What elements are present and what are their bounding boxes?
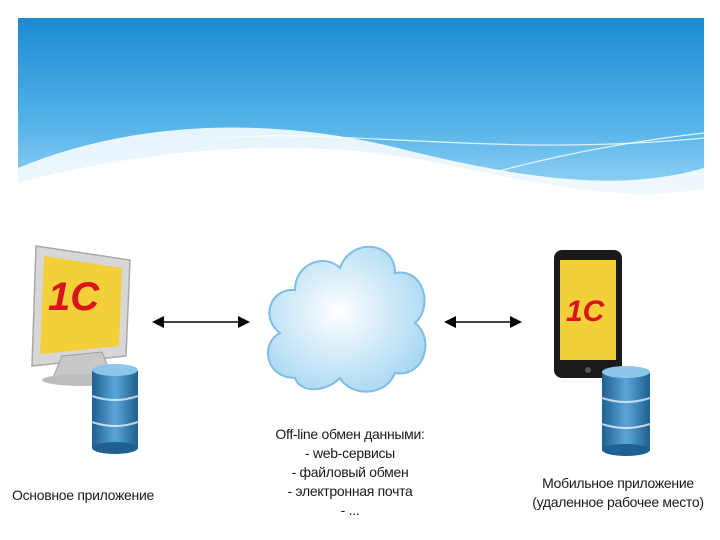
desktop-monitor-icon	[31, 245, 131, 386]
mobile-app-line2: (удаленное рабочее место)	[532, 494, 704, 510]
exchange-item: - файловый обмен	[291, 464, 409, 480]
tablet-icon	[554, 250, 622, 378]
mobile-app-caption: Мобильное приложение (удаленное рабочее …	[530, 474, 706, 512]
exchange-item: - web-сервисы	[305, 445, 395, 461]
cloud-icon	[267, 245, 427, 393]
database-server-icon	[601, 366, 651, 456]
bidirectional-arrow-icon	[444, 316, 522, 328]
bidirectional-arrow-icon	[152, 316, 250, 328]
header-banner	[18, 18, 704, 208]
exchange-caption: Off-line обмен данными: - web-сервисы - …	[270, 425, 430, 520]
exchange-item: - электронная почта	[287, 483, 413, 499]
logo-1c-left: 1С	[48, 275, 100, 319]
logo-1c-right: 1С	[566, 295, 605, 328]
exchange-title: Off-line обмен данными:	[275, 426, 425, 442]
exchange-item: - ...	[340, 502, 360, 518]
main-app-caption: Основное приложение	[12, 487, 154, 503]
database-server-icon	[91, 364, 139, 454]
mobile-app-line1: Мобильное приложение	[542, 475, 694, 491]
